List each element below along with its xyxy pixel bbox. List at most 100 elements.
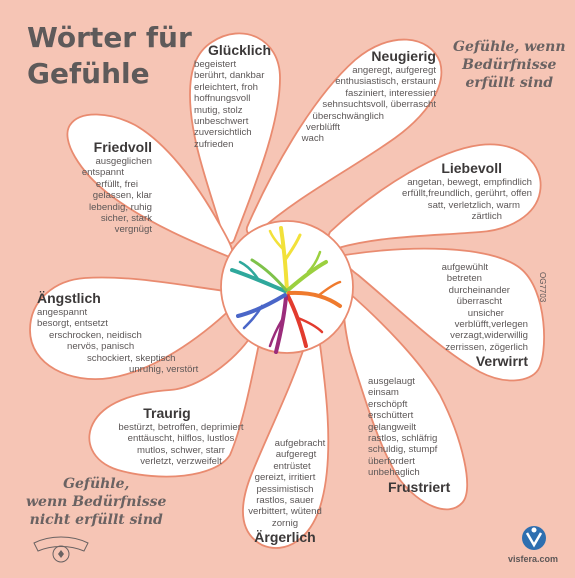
feeling-word: unsicher bbox=[467, 307, 504, 319]
feeling-word: aufgeregt bbox=[275, 449, 317, 461]
feeling-word: fasziniert, interessiert bbox=[345, 87, 436, 99]
petal-frustriert bbox=[342, 290, 469, 511]
feeling-word: betreten bbox=[446, 273, 482, 285]
feeling-word: rastlos, schläfrig bbox=[368, 433, 438, 445]
feeling-word: bestürzt, betroffen, deprimiert bbox=[118, 422, 244, 433]
feeling-word: zuversichtlich bbox=[194, 127, 252, 139]
feeling-word: mutig, stolz bbox=[194, 104, 243, 116]
title-line1: Wörter für bbox=[27, 21, 192, 54]
feeling-word: schockiert, skeptisch bbox=[87, 352, 176, 364]
feeling-word: pessimistisch bbox=[256, 483, 314, 495]
feeling-word: besorgt, entsetzt bbox=[37, 318, 108, 330]
feeling-word: nervös, panisch bbox=[67, 341, 135, 353]
petal-liebevoll-text: Liebevoll angetan, bewegt, empfindlich e… bbox=[360, 160, 532, 223]
petal-title: Glücklich bbox=[208, 42, 272, 58]
feeling-word: verletzt, verzweifelt bbox=[140, 456, 222, 468]
feeling-word: angeregt, aufgeregt bbox=[352, 65, 436, 76]
feeling-word: rastlos, sauer bbox=[256, 495, 314, 507]
petal-neugierig-text: Neugierig angeregt, aufgeregt enthusiast… bbox=[292, 48, 436, 145]
petal-traurig-text: Traurig bestürzt, betroffen, deprimiert … bbox=[96, 405, 266, 468]
feeling-word: begeistert bbox=[194, 59, 237, 70]
petal-title: Traurig bbox=[143, 405, 191, 421]
cnvc-ribbon-logo bbox=[33, 536, 89, 563]
needs-unmet-line: wenn Bedürfnisse bbox=[26, 494, 167, 510]
feeling-word: mutlos, schwer, starr bbox=[137, 444, 225, 456]
feeling-word: enthusiastisch, erstaunt bbox=[335, 76, 436, 88]
petal-title: Verwirrt bbox=[475, 353, 528, 370]
petal-aergerlich-text: aufgebracht aufgeregt entrüstet gereizt,… bbox=[230, 438, 340, 546]
needs-unmet-line: Gefühle, bbox=[63, 476, 130, 492]
needs-met-line: Bedürfnisse bbox=[462, 57, 557, 73]
feeling-word: verblüfft bbox=[306, 122, 340, 134]
feeling-word: angespannt bbox=[37, 307, 88, 318]
feeling-word: ausgelaugt bbox=[368, 376, 415, 387]
title-line2: Gefühle bbox=[27, 57, 150, 90]
petal-title: Ängstlich bbox=[37, 290, 101, 306]
petal-gluecklich-text: Glücklich begeistert berührt, dankbar er… bbox=[194, 42, 271, 150]
feeling-word: entspannt bbox=[81, 167, 124, 179]
feeling-word: überschwänglich bbox=[312, 110, 384, 122]
petal-title: Frustriert bbox=[388, 478, 451, 495]
feeling-word: einsam bbox=[368, 387, 399, 399]
rainbow-tree-icon bbox=[230, 226, 342, 354]
feeling-word: hoffnungsvoll bbox=[194, 93, 251, 105]
petal-aengstlich-text: Ängstlich angespannt besorgt, entsetzt e… bbox=[37, 290, 198, 375]
feeling-word: erfüllt, frei bbox=[95, 178, 138, 190]
feeling-word: erschrocken, neidisch bbox=[49, 329, 142, 341]
feeling-word: verbittert, wütend bbox=[248, 506, 322, 518]
feeling-word: sicher, stark bbox=[100, 213, 152, 225]
petal-title: Friedvoll bbox=[93, 139, 152, 155]
feeling-word: lebendig, ruhig bbox=[89, 201, 152, 213]
feeling-word: gelangweilt bbox=[368, 421, 417, 433]
feeling-word: überfordert bbox=[368, 455, 415, 467]
feeling-word: zornig bbox=[271, 517, 299, 529]
needs-met-line: erfüllt sind bbox=[465, 75, 554, 91]
needs-unmet-line: nicht erfüllt sind bbox=[29, 512, 163, 528]
feeling-word: unruhig, verstört bbox=[129, 364, 199, 376]
petal-title: Neugierig bbox=[371, 48, 436, 64]
needs-unmet-label: Gefühle, wenn Bedürfnisse nicht erfüllt … bbox=[26, 475, 166, 529]
brand-link[interactable]: visfera.com bbox=[508, 554, 559, 564]
feeling-word: zärtlich bbox=[471, 211, 502, 223]
feeling-word: überrascht bbox=[456, 296, 502, 308]
feeling-word: enttäuscht, hilflos, lustlos bbox=[127, 433, 235, 445]
petal-title: Liebevoll bbox=[441, 160, 502, 176]
visfera-logo-icon bbox=[522, 526, 546, 550]
feeling-word: gelassen, klar bbox=[92, 190, 152, 202]
petal-title: Ärgerlich bbox=[254, 529, 316, 546]
feeling-word: unbeschwert bbox=[194, 116, 249, 128]
petal-friedvoll-text: Friedvoll ausgeglichen entspannt erfüllt… bbox=[64, 139, 152, 236]
feeling-word: gereizt, irritiert bbox=[254, 472, 316, 484]
feeling-word: schuldig, stumpf bbox=[368, 444, 438, 456]
feeling-word: unbehaglich bbox=[368, 467, 420, 479]
feeling-word: verblüfft,verlegen bbox=[454, 319, 528, 331]
feeling-word: verzagt,widerwillig bbox=[450, 330, 528, 342]
petal-traurig bbox=[88, 326, 263, 478]
petal-frustriert-text: ausgelaugt einsam erschöpft erschüttert … bbox=[368, 376, 450, 496]
feeling-word: durcheinander bbox=[448, 284, 510, 296]
feeling-word: zerrissen, zögerlich bbox=[445, 341, 528, 353]
page-title: Wörter für Gefühle bbox=[27, 20, 192, 92]
petal-gluecklich bbox=[189, 32, 281, 245]
feeling-word: sehnsuchtsvoll, überrascht bbox=[322, 99, 436, 111]
feeling-word: erfüllt,freundlich, gerührt, offen bbox=[402, 188, 532, 200]
feeling-word: satt, verletzlich, warm bbox=[427, 199, 520, 211]
feeling-word: zufrieden bbox=[194, 138, 234, 150]
feeling-word: erschüttert bbox=[368, 410, 414, 422]
feeling-word: aufgewühlt bbox=[441, 262, 488, 273]
needs-met-label: Gefühle, wenn Bedürfnisse erfüllt sind bbox=[453, 38, 566, 92]
petal-verwirrt-text: aufgewühlt betreten durcheinander überra… bbox=[410, 262, 528, 370]
feeling-word: vergnügt bbox=[114, 224, 152, 236]
needs-met-line: Gefühle, wenn bbox=[453, 39, 566, 55]
feeling-word: angetan, bewegt, empfindlich bbox=[407, 177, 532, 188]
petal-friedvoll bbox=[66, 113, 234, 260]
feeling-word: erleichtert, froh bbox=[194, 81, 258, 93]
petal-verwirrt bbox=[342, 247, 545, 382]
feeling-word: aufgebracht bbox=[274, 438, 326, 449]
product-code: OG7703 bbox=[538, 272, 547, 303]
feeling-word: berührt, dankbar bbox=[194, 70, 265, 82]
feeling-word: entrüstet bbox=[273, 460, 311, 472]
feeling-word: ausgeglichen bbox=[95, 156, 152, 167]
